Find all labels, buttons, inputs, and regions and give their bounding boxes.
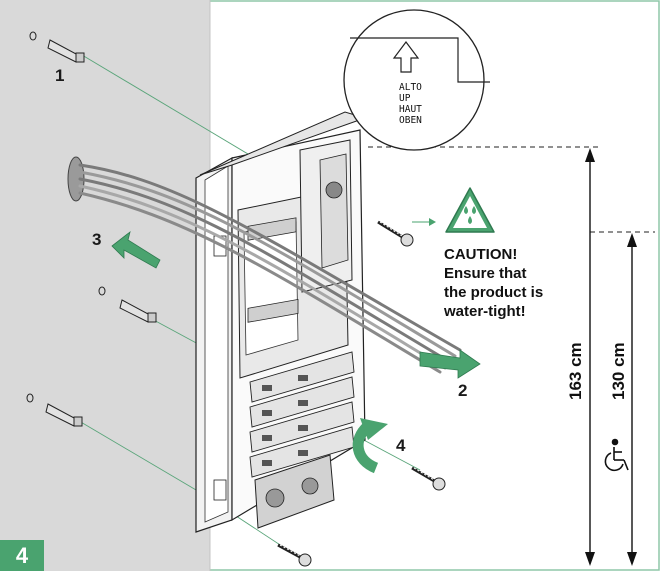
up-marker-line: ALTO <box>399 82 422 93</box>
arrow-icon <box>111 230 161 269</box>
step-number-4: 4 <box>396 436 406 455</box>
back-plate <box>195 111 367 533</box>
caution-title: CAUTION! <box>444 246 518 263</box>
caution-note: CAUTION! Ensure that the product is wate… <box>444 245 584 321</box>
caution-line: the product is <box>444 284 544 301</box>
caution-line: Ensure that <box>444 265 527 282</box>
arrow-icon <box>352 418 388 474</box>
up-arrow-icon <box>392 41 420 73</box>
step-number-2: 2 <box>458 381 468 400</box>
screw-icon <box>277 543 312 567</box>
water-drop-warning-icon <box>445 187 495 233</box>
screw-icon <box>377 220 414 247</box>
step-number-1: 1 <box>55 66 65 85</box>
wheelchair-icon <box>604 438 629 472</box>
up-marker-line: UP <box>399 93 411 104</box>
up-marker-line: HAUT <box>399 104 422 115</box>
measure-arrow-130 <box>627 233 637 566</box>
measure-arrow-163 <box>585 148 595 566</box>
up-marker-zoom <box>343 9 490 151</box>
wall-plug-icon <box>26 393 83 427</box>
cable-bundle <box>67 156 462 374</box>
height-label-130: 130 cm <box>609 342 628 400</box>
wall <box>0 0 210 571</box>
arrow-icon <box>419 349 481 379</box>
step-badge: 4 <box>0 540 44 571</box>
wall-plug-icon <box>98 286 157 323</box>
step-number-3: 3 <box>92 230 102 249</box>
screw-icon <box>411 466 446 491</box>
up-marker-line: OBEN <box>399 115 422 126</box>
wall-plug-icon <box>29 31 85 63</box>
caution-line: water-tight! <box>444 303 526 320</box>
height-label-163: 163 cm <box>566 342 585 400</box>
up-marker-label: ALTO UP HAUT OBEN <box>399 82 422 126</box>
